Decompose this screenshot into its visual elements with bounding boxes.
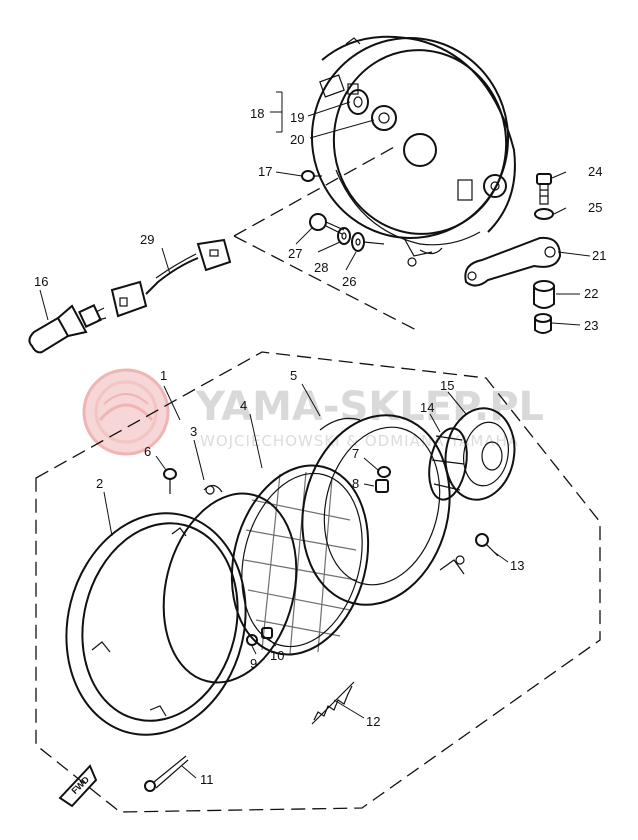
rear-cover bbox=[444, 407, 516, 501]
screw-6 bbox=[163, 468, 177, 494]
callout-14: 14 bbox=[420, 400, 434, 415]
watermark-logo-icon bbox=[82, 368, 170, 456]
adjust-nut bbox=[371, 105, 397, 131]
screw-7 bbox=[377, 466, 391, 478]
callout-22: 22 bbox=[584, 286, 598, 301]
nut-10 bbox=[261, 627, 273, 639]
callout-29: 29 bbox=[140, 232, 154, 247]
callout-23: 23 bbox=[584, 318, 598, 333]
callout-18: 18 bbox=[250, 106, 264, 121]
screw-11 bbox=[144, 755, 189, 792]
callout-27: 27 bbox=[288, 246, 302, 261]
callout-9: 9 bbox=[250, 656, 257, 671]
callout-labels: 1 2 3 4 5 6 7 8 9 10 11 12 13 14 15 16 1… bbox=[34, 106, 606, 787]
leader-lines bbox=[39, 91, 591, 779]
callout-28: 28 bbox=[314, 260, 328, 275]
fwd-label: FWD bbox=[70, 774, 92, 796]
lens-unit bbox=[230, 464, 370, 656]
bulb-socket-cord bbox=[110, 238, 232, 318]
callout-8: 8 bbox=[352, 476, 359, 491]
callout-11: 11 bbox=[200, 772, 214, 787]
washer-28 bbox=[337, 227, 351, 245]
watermark-sub-text: WOJCIECHOWSKI & ODMIANA YAMAHA bbox=[200, 432, 519, 450]
callout-7: 7 bbox=[352, 446, 359, 461]
grommet bbox=[347, 83, 369, 115]
damper-22 bbox=[533, 280, 555, 309]
headlight-housing bbox=[310, 35, 516, 267]
callout-21: 21 bbox=[592, 248, 606, 263]
callout-17: 17 bbox=[258, 164, 272, 179]
headlight-stay bbox=[464, 236, 562, 287]
callout-10: 10 bbox=[270, 648, 284, 663]
callout-24: 24 bbox=[588, 164, 602, 179]
watermark: YAMA-SKLEP.PL WOJCIECHOWSKI & ODMIANA YA… bbox=[82, 368, 544, 456]
collar-23 bbox=[534, 313, 552, 334]
callout-4: 4 bbox=[240, 398, 247, 413]
callout-13: 13 bbox=[510, 558, 524, 573]
callout-26: 26 bbox=[342, 274, 356, 289]
callout-19: 19 bbox=[290, 110, 304, 125]
callout-25: 25 bbox=[588, 200, 602, 215]
callout-20: 20 bbox=[290, 132, 304, 147]
housing-bracket-boundary bbox=[233, 145, 421, 333]
headlight-rim bbox=[65, 512, 247, 736]
mounting-ring bbox=[162, 484, 298, 684]
callout-6: 6 bbox=[144, 444, 151, 459]
headlight-body bbox=[301, 414, 465, 606]
callout-15: 15 bbox=[440, 378, 454, 393]
nut-26 bbox=[351, 232, 385, 252]
spring-12 bbox=[311, 681, 355, 725]
callout-2: 2 bbox=[96, 476, 103, 491]
bolt-24 bbox=[536, 173, 552, 205]
washer-25 bbox=[534, 208, 554, 220]
screw-9 bbox=[246, 634, 258, 646]
callout-1: 1 bbox=[160, 368, 167, 383]
headlight-bulb bbox=[28, 304, 107, 354]
callout-3: 3 bbox=[190, 424, 197, 439]
assembly-boundary bbox=[35, 351, 601, 813]
callout-5: 5 bbox=[290, 368, 297, 383]
nut-8 bbox=[375, 479, 389, 493]
callout-12: 12 bbox=[366, 714, 380, 729]
fwd-arrow-icon: FWD bbox=[58, 764, 98, 808]
callout-16: 16 bbox=[34, 274, 48, 289]
